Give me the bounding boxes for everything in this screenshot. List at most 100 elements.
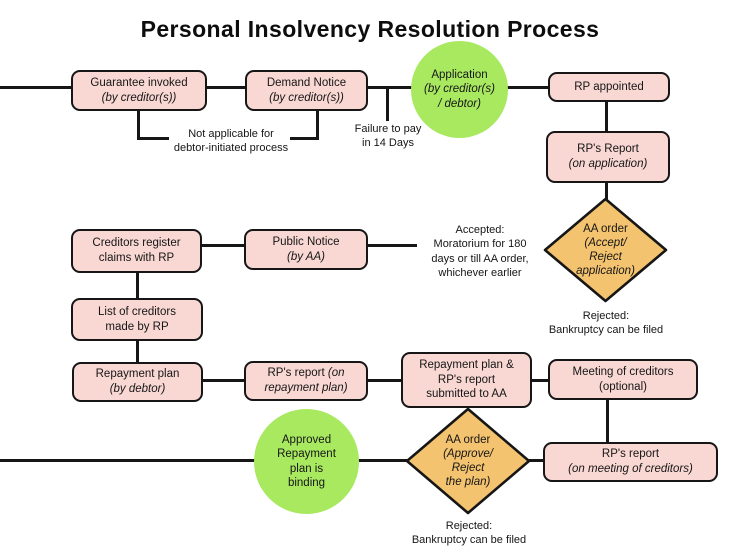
node-label: RP's Report [577, 143, 639, 156]
connector-note-right [290, 137, 319, 140]
note-failure-to-pay: Failure to pay in 14 Days [344, 122, 432, 151]
node-approved-plan-circle: Approved Repayment plan is binding [254, 409, 359, 514]
note-line: Moratorium for 180 [433, 238, 527, 251]
node-sublabel: application) [576, 265, 635, 278]
node-sublabel: (by creditor(s)) [101, 91, 177, 104]
node-label: Meeting of creditors [572, 365, 674, 378]
connector-approved-to-decision [356, 459, 407, 462]
note-rejected-plan: Rejected: Bankruptcy can be filed [384, 519, 554, 548]
node-label: RP's report [437, 373, 496, 386]
node-label: claims with RP [98, 252, 175, 264]
node-label: plan is [289, 462, 324, 475]
connector-guarantee-to-demand [207, 86, 245, 89]
node-application-circle: Application (by creditor(s) / debtor) [411, 41, 508, 138]
node-sublabel: (by creditor(s) [424, 83, 495, 96]
page-title: Personal Insolvency Resolution Process [140, 16, 600, 42]
note-line: Accepted: [455, 224, 505, 236]
connector-failure-tick [386, 89, 389, 121]
node-list-of-creditors: List of creditors made by RP [71, 298, 203, 341]
connector-meeting-down [606, 400, 609, 442]
connector-notice-to-accepted [368, 244, 417, 247]
node-label: RP's report [601, 448, 660, 461]
node-label: Guarantee invoked [90, 76, 188, 89]
node-demand-notice: Demand Notice (by creditor(s)) [245, 70, 368, 111]
node-label: Repayment plan [95, 368, 180, 381]
node-label: List of creditors [98, 305, 176, 318]
node-sublabel: (on application) [568, 158, 648, 170]
connector-creditors-to-notice [202, 244, 245, 247]
node-sublabel: / debtor) [438, 97, 481, 110]
connector-report-to-submitted [368, 379, 401, 382]
node-sublabel: (by debtor) [109, 383, 166, 395]
note-line: Rejected: [582, 310, 630, 322]
node-sublabel: the plan) [445, 476, 491, 489]
node-sublabel: (by AA) [287, 250, 325, 263]
node-sublabel: (Accept/ [584, 236, 627, 249]
node-label: Public Notice [272, 235, 340, 248]
note-not-applicable: Not applicable for debtor-initiated proc… [148, 127, 314, 156]
node-label: Repayment plan & [419, 359, 514, 372]
node-label: made by RP [105, 320, 169, 333]
node-sublabel: Reject [589, 251, 622, 263]
node-sublabel: Reject [451, 462, 485, 474]
node-label: Approved [281, 434, 332, 447]
node-sublabel: repayment plan) [264, 382, 348, 394]
note-line: Not applicable for [188, 128, 274, 140]
connector-application-to-rp [506, 86, 548, 89]
decision-label: AA order (Approve/ Reject the plan) [405, 407, 531, 515]
connector-repayment-to-report [203, 379, 244, 382]
node-label: binding [287, 476, 326, 489]
node-sublabel-text: (on [327, 367, 345, 380]
node-meeting-of-creditors: Meeting of creditors (optional) [548, 359, 698, 400]
connector-note-left [137, 137, 169, 140]
connector-guarantee-down [137, 111, 140, 140]
node-label: RP appointed [574, 80, 644, 93]
note-line: Bankruptcy can be filed [548, 324, 664, 337]
node-label: RP's report (on [268, 366, 345, 381]
note-rejected-application: Rejected: Bankruptcy can be filed [525, 309, 687, 338]
connector-rp-to-report [605, 102, 608, 131]
connector-edge-to-guarantee [0, 86, 71, 89]
connector-demand-to-application [368, 86, 413, 89]
node-label: Demand Notice [266, 76, 347, 89]
note-line: in 14 Days [362, 137, 414, 150]
node-sublabel: (Approve/ [443, 447, 493, 460]
node-rp-report-repayment: RP's report (on repayment plan) [244, 361, 368, 401]
node-public-notice: Public Notice (by AA) [244, 229, 368, 270]
connector-approved-to-edge [0, 459, 256, 462]
node-label: Repayment [277, 448, 336, 461]
note-line: Rejected: [445, 520, 493, 532]
decision-label: AA order (Accept/ Reject application) [543, 197, 668, 303]
node-label: submitted to AA [426, 388, 507, 401]
node-repayment-submitted: Repayment plan & RP's report submitted t… [401, 352, 532, 408]
node-label: Application [431, 69, 488, 82]
diamond-shape [543, 197, 668, 303]
node-creditors-register: Creditors register claims with RP [71, 229, 202, 273]
node-sublabel: (on meeting of creditors) [568, 463, 693, 475]
connector-creditors-to-list [136, 273, 139, 298]
decision-aa-order-application: AA order (Accept/ Reject application) [543, 197, 668, 303]
note-line: debtor-initiated process [173, 142, 289, 155]
node-label: Creditors register [92, 237, 181, 250]
note-line: whichever earlier [438, 266, 522, 279]
node-label: AA order [445, 433, 491, 446]
diamond-shape [405, 407, 531, 515]
node-label: (optional) [599, 380, 647, 393]
node-rp-report-application: RP's Report (on application) [546, 131, 670, 183]
connector-report-to-decision [605, 183, 608, 201]
decision-aa-order-plan: AA order (Approve/ Reject the plan) [405, 407, 531, 515]
note-line: Failure to pay [354, 123, 422, 135]
node-label-text: RP's report [267, 367, 325, 380]
connector-submitted-to-meeting [532, 379, 548, 382]
node-sublabel: (by creditor(s)) [269, 91, 344, 104]
connector-decision-to-meetreport [529, 459, 544, 462]
node-label: AA order [583, 222, 628, 235]
note-line: Bankruptcy can be filed [411, 534, 527, 547]
note-accepted-moratorium: Accepted: Moratorium for 180 days or til… [412, 223, 548, 280]
node-guarantee-invoked: Guarantee invoked (by creditor(s)) [71, 70, 207, 111]
connector-list-to-repayment [136, 341, 139, 362]
node-rp-report-meeting: RP's report (on meeting of creditors) [543, 442, 718, 482]
connector-demand-down [316, 111, 319, 140]
note-line: days or till AA order, [431, 252, 529, 265]
